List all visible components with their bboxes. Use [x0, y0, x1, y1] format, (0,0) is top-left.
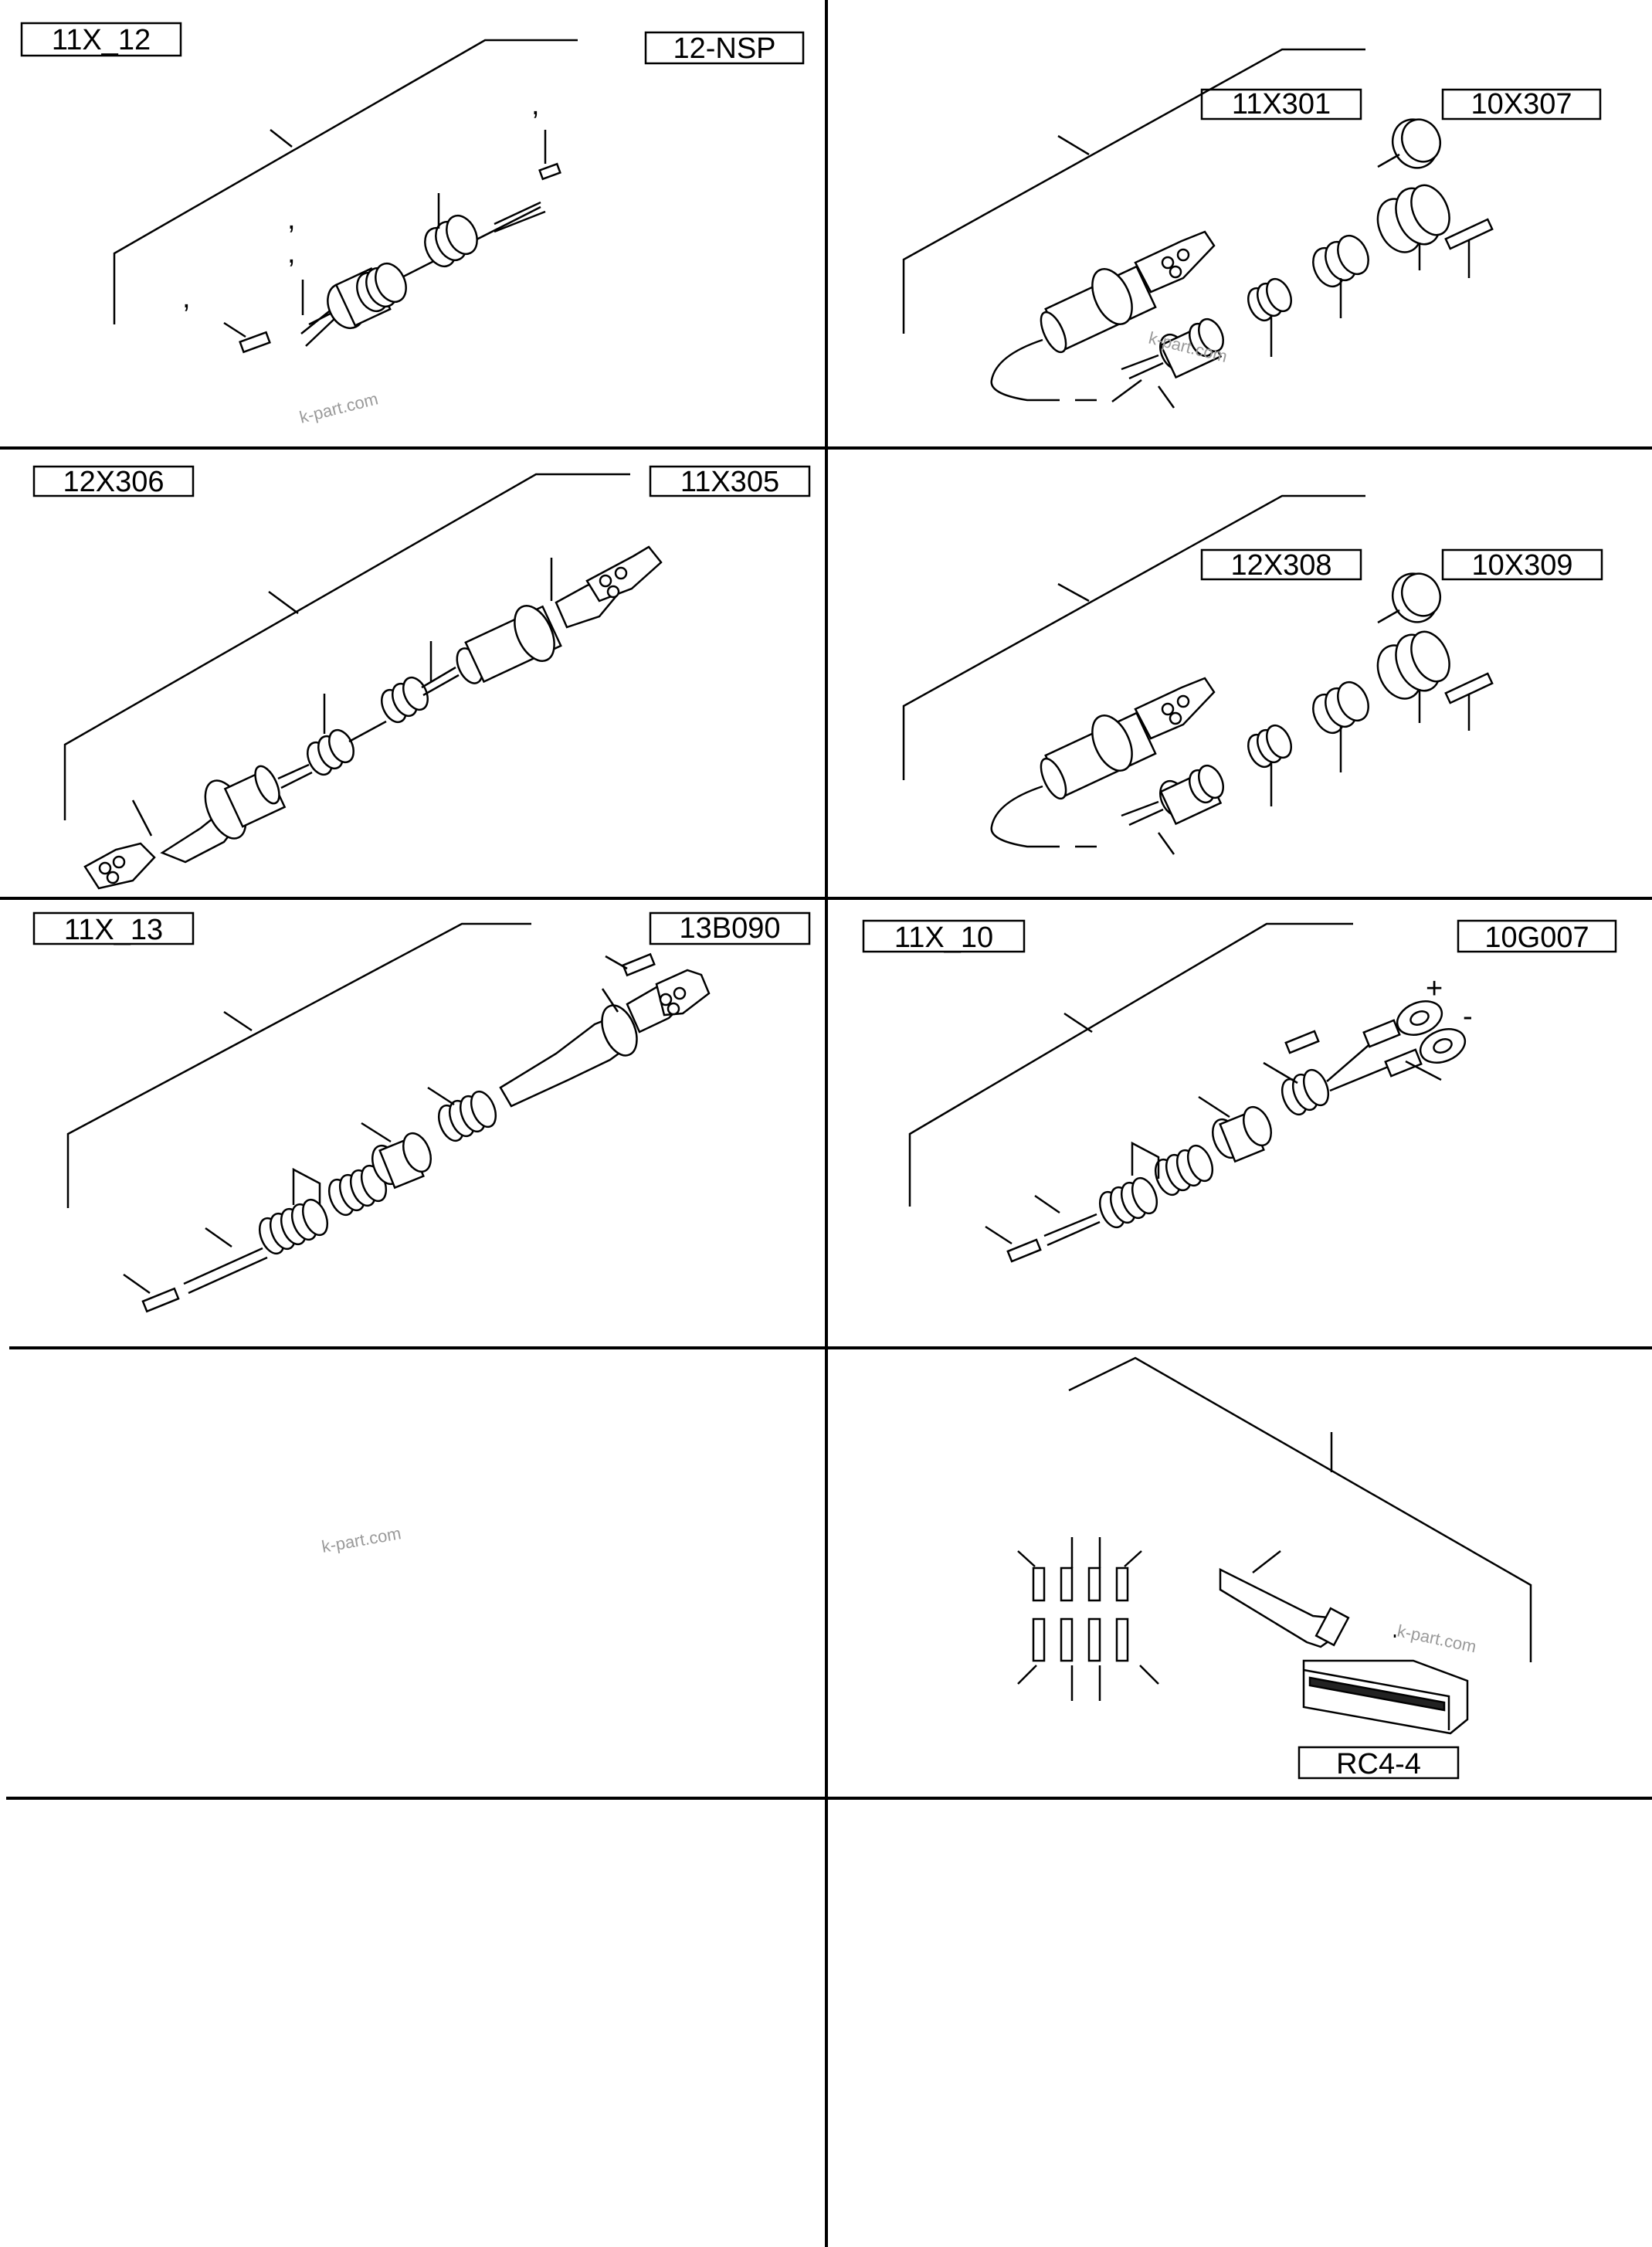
panel-12x306: 12X306 11X305 [32, 465, 811, 890]
panel-11x-13: 11X_13 13B090 [32, 911, 811, 1313]
grommet-part[interactable] [1243, 275, 1296, 324]
ferrule-part[interactable] [367, 1129, 436, 1190]
nut-part[interactable] [1308, 677, 1375, 738]
boot-part[interactable] [499, 969, 711, 1108]
pin-part-right[interactable] [538, 162, 561, 181]
panel-empty-left: k-part.com [321, 1523, 403, 1556]
ribbon-cable-connector[interactable] [1219, 1567, 1469, 1735]
svg-text:12X308: 12X308 [1230, 549, 1331, 582]
housing-part[interactable] [1036, 677, 1216, 802]
panel-11x-10: 11X_10 10G007 [862, 919, 1617, 1263]
code-box-13b090[interactable]: 13B090 [649, 911, 811, 945]
code-box-12x306[interactable]: 12X306 [32, 465, 195, 498]
cap-part[interactable] [1385, 566, 1447, 630]
pin-part-top[interactable] [622, 952, 656, 977]
svg-text:11X_13: 11X_13 [64, 914, 163, 946]
pin-part-left[interactable] [239, 331, 271, 354]
svg-text:,: , [531, 89, 540, 121]
svg-text:10G007: 10G007 [1484, 922, 1589, 954]
code-box-12-nsp[interactable]: 12-NSP [644, 31, 805, 65]
ring-terminal-positive[interactable] [1362, 995, 1447, 1048]
contact-pins[interactable] [1032, 1566, 1129, 1662]
sleeve-part[interactable] [321, 259, 412, 334]
wire-seal-part[interactable] [1155, 315, 1228, 379]
gland-part[interactable] [1277, 1067, 1333, 1118]
svg-text:10X307: 10X307 [1471, 88, 1572, 120]
wire-seal-part[interactable] [1155, 762, 1228, 826]
receptacle-part[interactable] [1369, 179, 1457, 260]
svg-text:10X309: 10X309 [1471, 549, 1572, 582]
code-box-rc4-4[interactable]: RC4-4 [1298, 1746, 1460, 1780]
panel-11x301: 11X301 10X307 [902, 48, 1602, 409]
code-box-10g007[interactable]: 10G007 [1457, 919, 1617, 954]
watermark: k-part.com [321, 1523, 403, 1556]
svg-text:11X_10: 11X_10 [894, 922, 993, 954]
ring-terminal-negative[interactable] [1384, 1023, 1471, 1078]
plug-left[interactable] [83, 762, 287, 890]
svg-text:11X301: 11X301 [1232, 88, 1331, 120]
code-box-11x305[interactable]: 11X305 [649, 465, 811, 498]
receptacle-part[interactable] [1369, 626, 1457, 706]
code-box-11x-12[interactable]: 11X_12 [20, 22, 182, 57]
ferrule-part[interactable] [1207, 1103, 1276, 1163]
svg-text:12X306: 12X306 [63, 466, 164, 498]
svg-text:11X305: 11X305 [680, 466, 779, 498]
polarity-plus: + [1426, 972, 1443, 1005]
panel-11x-12: 11X_12 12-NSP [20, 22, 805, 427]
watermark: k-part.com [1396, 1621, 1478, 1656]
polarity-minus: - [1463, 1000, 1473, 1033]
spring-part[interactable] [324, 1163, 391, 1219]
plug-right[interactable] [452, 545, 663, 687]
grommet-right[interactable] [377, 674, 433, 726]
pin-part-top[interactable] [1284, 1030, 1320, 1054]
svg-text:12-NSP: 12-NSP [673, 32, 775, 65]
contact-pin-part[interactable] [1444, 218, 1494, 250]
housing-part[interactable] [1036, 230, 1216, 355]
cap-part[interactable] [1385, 112, 1447, 175]
svg-text:,: , [182, 282, 191, 314]
contact-pin-part[interactable] [1444, 672, 1494, 704]
code-box-11x-10[interactable]: 11X_10 [862, 919, 1026, 954]
grommet-part[interactable] [1243, 721, 1296, 771]
svg-text:RC4-4: RC4-4 [1336, 1748, 1421, 1780]
code-box-11x301[interactable]: 11X301 [1200, 88, 1362, 120]
seal-part[interactable] [419, 211, 483, 271]
panel-rc4-4: RC4-4 k-part.com [1017, 1356, 1532, 1780]
svg-text:,: , [287, 203, 296, 236]
pin-part[interactable] [1006, 1238, 1042, 1263]
code-box-11x-13[interactable]: 11X_13 [32, 911, 195, 946]
spring-part[interactable] [1151, 1142, 1217, 1199]
svg-text:,: , [287, 237, 296, 270]
code-box-12x308[interactable]: 12X308 [1200, 548, 1362, 582]
pin-part[interactable] [141, 1287, 180, 1313]
panel-12x308: 12X308 10X309 [902, 494, 1603, 855]
svg-text:13B090: 13B090 [679, 912, 780, 945]
bracket-line [113, 39, 578, 324]
gland-part[interactable] [434, 1088, 500, 1145]
svg-text:11X_12: 11X_12 [52, 24, 151, 56]
spring-sleeve-part[interactable] [1095, 1175, 1162, 1231]
watermark: k-part.com [297, 389, 380, 426]
nut-part[interactable] [1308, 231, 1375, 291]
spring-sleeve-part[interactable] [255, 1196, 332, 1258]
code-box-10x307[interactable]: 10X307 [1441, 88, 1602, 120]
code-box-10x309[interactable]: 10X309 [1441, 548, 1603, 582]
grommet-left[interactable] [303, 726, 358, 779]
